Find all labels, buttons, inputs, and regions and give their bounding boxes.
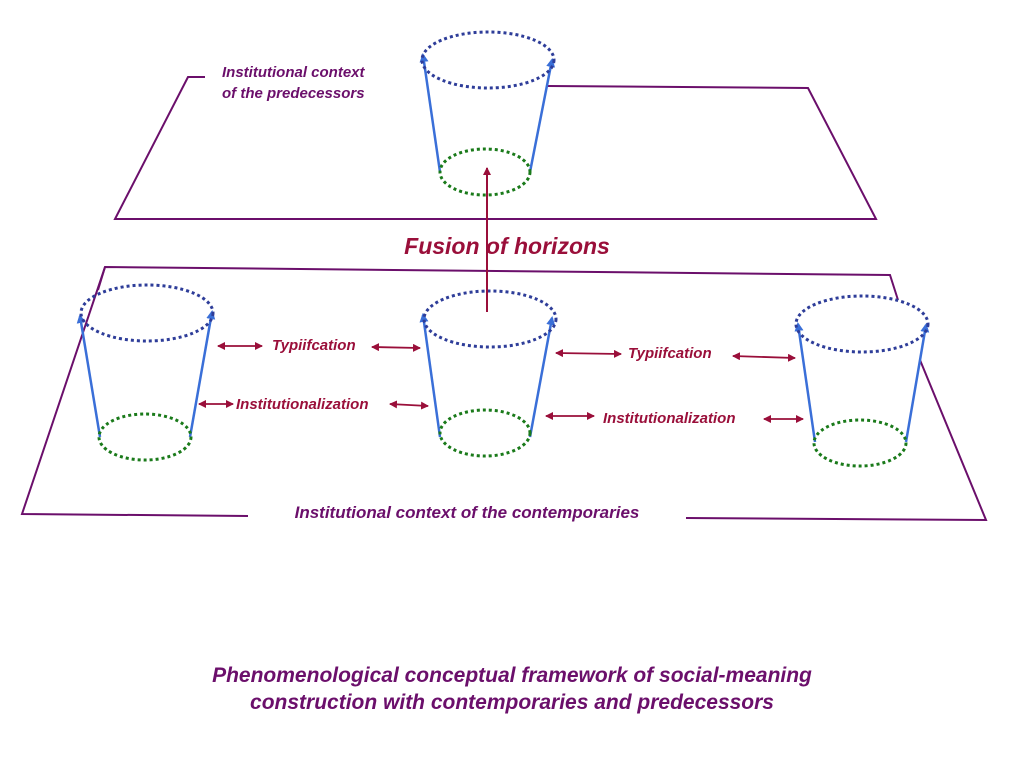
predecessors-label-line1: Institutional context xyxy=(222,64,366,81)
cup-predecessors xyxy=(419,30,556,197)
typification-arrow-left-b xyxy=(371,343,421,352)
caption-line-2: construction with contemporaries and pre… xyxy=(250,691,774,714)
predecessors-label-line2: of the predecessors xyxy=(222,85,365,102)
cup-center xyxy=(419,289,558,458)
typification-label-right: Typiifcation xyxy=(628,345,712,362)
typification-arrow-right-b xyxy=(732,352,796,362)
relation-arrows xyxy=(198,342,804,423)
institutionalization-label-right: Institutionalization xyxy=(603,410,736,427)
institutionalization-label-left: Institutionalization xyxy=(236,396,369,413)
figure-caption: Phenomenological conceptual framework of… xyxy=(0,662,1024,716)
contemporaries-label: Institutional context of the contemporar… xyxy=(295,503,640,522)
typification-label-left: Typiifcation xyxy=(272,337,356,354)
predecessors-plane xyxy=(113,76,878,220)
caption-line-1: Phenomenological conceptual framework of… xyxy=(212,664,812,687)
cup-left xyxy=(76,283,216,462)
institutionalization-arrow-left-b xyxy=(389,400,429,410)
fusion-label: Fusion of horizons xyxy=(404,233,610,259)
contemporaries-plane xyxy=(20,265,988,522)
typification-arrow-right-a xyxy=(555,349,622,358)
cup-right xyxy=(794,294,930,468)
